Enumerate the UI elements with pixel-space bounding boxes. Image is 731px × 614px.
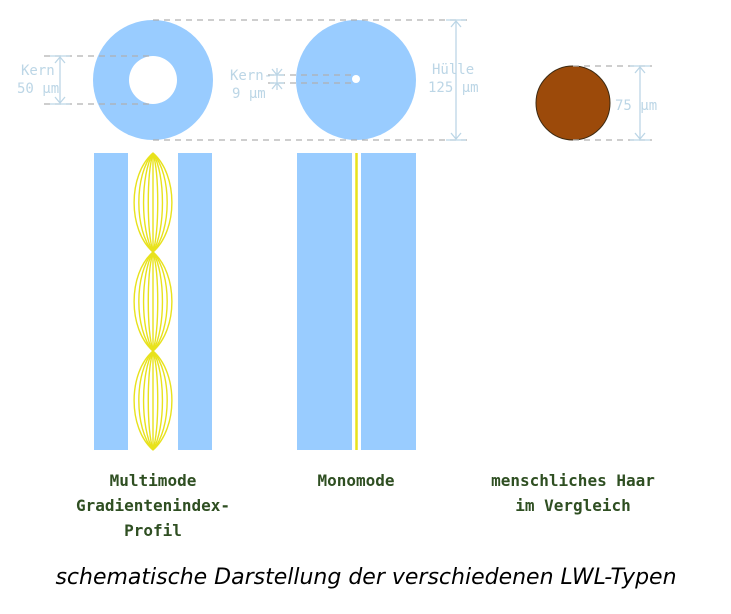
multimode-cladding-left: [94, 153, 128, 450]
multimode-ray-path: [152, 350, 164, 451]
multimode-ray-path: [138, 350, 154, 451]
multimode-ray-path: [152, 350, 159, 451]
monomode-core: [352, 75, 360, 83]
multimode-ray-path: [152, 152, 173, 253]
multimode-ray-path: [152, 350, 173, 451]
hair-diameter-value: 75 µm: [615, 98, 657, 114]
multimode-ray-path: [147, 350, 154, 451]
multimode-ray-path: [152, 152, 159, 253]
multimode-ray-path: [152, 251, 164, 352]
multimode-title-line2: Gradientenindex-: [76, 496, 230, 515]
multimode-core-value: 50 µm: [17, 81, 59, 97]
multimode-ray-path: [147, 251, 154, 352]
monomode-cladding-left: [297, 153, 352, 450]
cladding-label: Hülle: [432, 62, 474, 78]
multimode-ray-path: [138, 152, 154, 253]
hair-title-line1: menschliches Haar: [491, 471, 655, 490]
multimode-core-label: Kern: [21, 63, 55, 79]
hair-dimension: [630, 65, 650, 141]
monomode-core-label: Kern-: [230, 68, 272, 84]
multimode-cross-section: [93, 20, 213, 140]
multimode-light-rays: [133, 152, 173, 451]
figure-caption: schematische Darstellung der verschieden…: [55, 565, 676, 590]
monomode-longitudinal-view: [297, 153, 416, 450]
multimode-ray-path: [142, 350, 154, 451]
multimode-ray-path: [133, 152, 154, 253]
multimode-title-line3: Profil: [124, 521, 182, 540]
monomode-cross-section: [296, 20, 416, 140]
multimode-ray-path: [138, 251, 154, 352]
multimode-cladding-right: [178, 153, 212, 450]
hair-cross-section: [535, 65, 611, 141]
monomode-cladding-right: [361, 153, 416, 450]
multimode-ray-path: [142, 152, 154, 253]
multimode-ray-path: [152, 251, 173, 352]
multimode-ray-path: [152, 152, 164, 253]
multimode-ray-path: [152, 251, 159, 352]
cladding-value: 125 µm: [428, 80, 479, 96]
multimode-core-dimension: [50, 55, 70, 105]
hair-title-line2: im Vergleich: [515, 496, 631, 515]
multimode-ray-path: [152, 152, 168, 253]
monomode-title: Monomode: [317, 471, 394, 490]
cladding-dimension: [446, 19, 466, 141]
monomode-core-dimension: [270, 68, 284, 90]
multimode-ray-path: [147, 152, 154, 253]
multimode-ray-path: [142, 251, 154, 352]
multimode-longitudinal-view: [94, 152, 212, 451]
monomode-core-value: 9 µm: [232, 86, 266, 102]
multimode-core: [129, 56, 177, 104]
multimode-ray-path: [133, 350, 154, 451]
multimode-title-line1: Multimode: [110, 471, 197, 490]
multimode-ray-path: [152, 251, 168, 352]
multimode-ray-path: [152, 350, 168, 451]
multimode-ray-path: [133, 251, 154, 352]
